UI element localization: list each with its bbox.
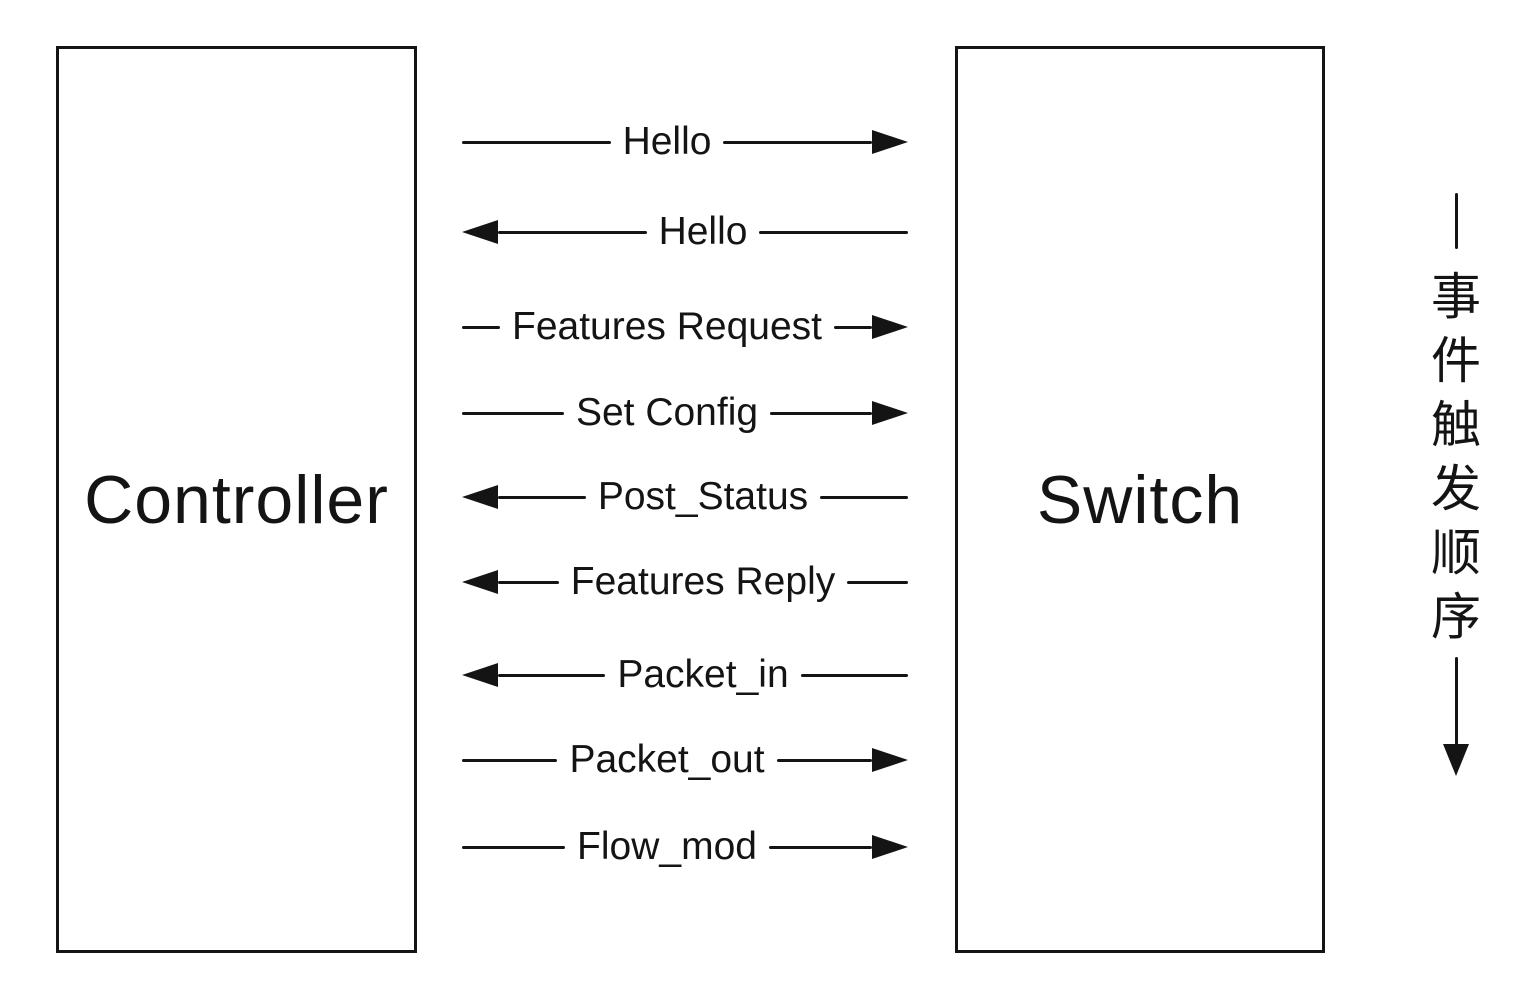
arrow-line	[462, 758, 558, 762]
message-arrow-row: Post_Status	[462, 465, 909, 529]
switch-label: Switch	[1036, 461, 1244, 538]
message-arrow-row: Hello	[462, 110, 908, 174]
arrow-line	[770, 411, 873, 415]
message-label: Post_Status	[597, 475, 809, 518]
arrow-line	[800, 673, 908, 677]
arrow-line	[820, 495, 909, 499]
arrow-line	[498, 580, 559, 584]
message-arrow-row: Features Request	[462, 295, 909, 359]
arrowhead-right-icon	[872, 835, 908, 859]
side-note-char: 顺	[1431, 525, 1481, 581]
message-arrow-row: Set Config	[462, 381, 909, 445]
arrowhead-right-icon	[872, 748, 909, 772]
arrowhead-left-icon	[462, 485, 498, 509]
message-label: Packet_in	[617, 653, 789, 696]
event-order-note: 事件触发顺序	[1418, 193, 1494, 776]
message-arrow-row: Hello	[462, 200, 908, 264]
side-note-char: 件	[1431, 333, 1481, 389]
arrow-line	[498, 495, 586, 499]
arrowhead-right-icon	[872, 315, 909, 339]
arrow-line	[776, 758, 873, 762]
message-arrow-row: Packet_out	[462, 728, 909, 792]
arrowhead-left-icon	[462, 570, 498, 594]
arrow-line	[498, 673, 606, 677]
arrow-line	[847, 580, 909, 584]
arrow-line	[723, 140, 872, 144]
message-label: Set Config	[575, 391, 759, 434]
message-arrow-row: Flow_mod	[462, 815, 908, 879]
side-note-char: 发	[1431, 461, 1481, 517]
arrow-line	[462, 845, 566, 849]
arrow-line	[768, 845, 872, 849]
arrow-line	[462, 411, 564, 415]
message-lane: Hello Hello Features Request Set Config …	[462, 0, 909, 1001]
message-label: Flow_mod	[577, 825, 757, 868]
controller-label: Controller	[84, 461, 389, 538]
controller-box: Controller	[56, 46, 417, 953]
arrow-line	[759, 230, 908, 234]
arrow-line	[462, 140, 611, 144]
side-note-char: 事	[1431, 269, 1481, 325]
side-note-char: 触	[1431, 397, 1481, 453]
message-label: Hello	[658, 210, 748, 253]
message-arrow-row: Features Reply	[462, 550, 909, 614]
arrowhead-right-icon	[872, 401, 909, 425]
side-note-char: 序	[1431, 589, 1481, 645]
message-label: Features Request	[512, 305, 823, 348]
arrow-line	[498, 230, 647, 234]
vertical-line	[1454, 657, 1458, 745]
arrowhead-down-icon	[1443, 744, 1469, 776]
arrowhead-left-icon	[462, 220, 498, 244]
event-order-text: 事件触发顺序	[1431, 265, 1481, 649]
switch-box: Switch	[955, 46, 1325, 953]
arrow-line	[462, 325, 500, 329]
message-label: Hello	[622, 120, 712, 163]
down-arrow	[1443, 657, 1469, 776]
message-label: Packet_out	[569, 738, 765, 781]
arrowhead-left-icon	[462, 663, 498, 687]
vertical-line	[1454, 193, 1458, 249]
message-arrow-row: Packet_in	[462, 643, 908, 707]
message-label: Features Reply	[570, 560, 836, 603]
arrowhead-right-icon	[872, 130, 908, 154]
arrow-line	[834, 325, 873, 329]
